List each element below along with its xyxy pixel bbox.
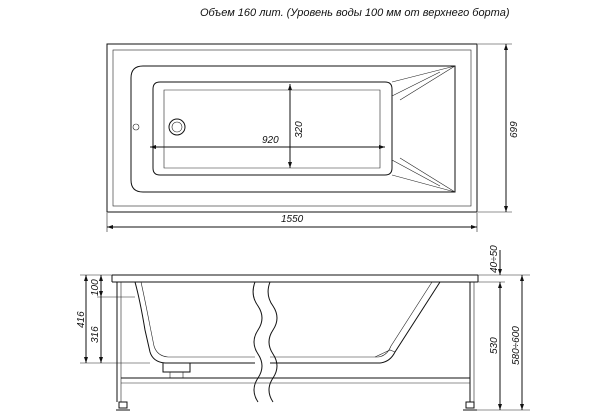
basin-floor-inner: [163, 89, 381, 169]
dim-920: 920: [262, 135, 279, 146]
basin-floor: [152, 81, 393, 176]
dim-316: 316: [90, 326, 101, 343]
dim-699: 699: [509, 121, 520, 138]
rim-inner-top: [112, 49, 472, 207]
foot-right: [465, 401, 475, 409]
tub-outline-top: [106, 43, 478, 213]
dim-100: 100: [90, 279, 101, 296]
overflow-hole: [132, 123, 140, 131]
top-view: 920 320 699 1550: [106, 43, 520, 232]
tub-inner-right: [270, 281, 433, 358]
side-view: 416 100 316 40÷50 530 580÷600: [76, 245, 530, 411]
tub-body-right: [270, 281, 441, 364]
dim-100-arrows: [99, 275, 103, 297]
break-line-left: [252, 281, 263, 403]
dim-1550: 1550: [281, 214, 304, 225]
tub-body-left: [134, 281, 255, 364]
dim-580-600: 580÷600: [511, 326, 522, 365]
volume-caption: Объем 160 лит. (Уровень воды 100 мм от в…: [200, 7, 510, 19]
basin-outer: [130, 65, 456, 193]
dim-320: 320: [294, 121, 305, 138]
drain-outer: [168, 118, 186, 136]
tub-inner-left: [140, 281, 255, 358]
backrest-detail: [374, 349, 396, 358]
foot-left: [118, 401, 128, 409]
drain-siphon: [162, 363, 191, 373]
break-line-right: [267, 281, 278, 403]
dim-40-50: 40÷50: [489, 245, 500, 273]
dim-416: 416: [76, 311, 87, 328]
backrest-slope-lines: [391, 65, 456, 193]
dim-530-arrow: [498, 404, 502, 410]
drain-inner: [171, 121, 183, 133]
dim-530: 530: [489, 337, 500, 354]
dim-316-arrow: [99, 357, 103, 363]
